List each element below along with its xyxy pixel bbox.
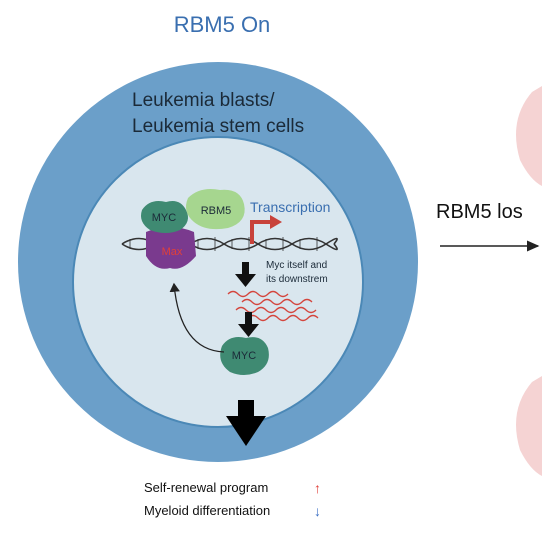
- max-label: Max: [162, 246, 183, 258]
- title: RBM5 On: [174, 12, 271, 37]
- black-down-arrow-icon: [235, 262, 256, 287]
- myc-protein-free: [220, 337, 269, 375]
- rbm5-label: RBM5: [201, 205, 232, 217]
- mrna-note-line1: Myc itself and: [266, 260, 327, 271]
- mrna-note-line2: its downstrem: [266, 274, 328, 285]
- myc-bound-label: MYC: [152, 212, 177, 224]
- max-protein: [146, 227, 196, 269]
- down-arrow-icon: ↓: [314, 503, 321, 519]
- myc-protein-bound: [141, 201, 188, 233]
- cell-label-line1: Leukemia blasts/: [132, 90, 275, 111]
- myc-free-label: MYC: [232, 350, 257, 362]
- up-arrow-icon: ↑: [314, 480, 321, 496]
- cell-label-line2: Leukemia stem cells: [132, 116, 304, 137]
- large-down-arrow-icon: [226, 400, 266, 446]
- return-arrow: [169, 282, 225, 353]
- black-down-arrow-icon: [238, 312, 259, 337]
- outcome-label-myeloid: Myeloid differentiation: [144, 503, 270, 518]
- bent-arrow-icon: [250, 220, 272, 244]
- transcription-label: Transcription: [250, 199, 330, 215]
- outcome-label-self-renewal: Self-renewal program: [144, 480, 268, 495]
- faded-shape-bottom: [516, 376, 542, 476]
- rbm5-protein: [186, 189, 245, 230]
- transition-label: RBM5 los: [436, 201, 523, 223]
- faded-shape-top: [516, 86, 542, 186]
